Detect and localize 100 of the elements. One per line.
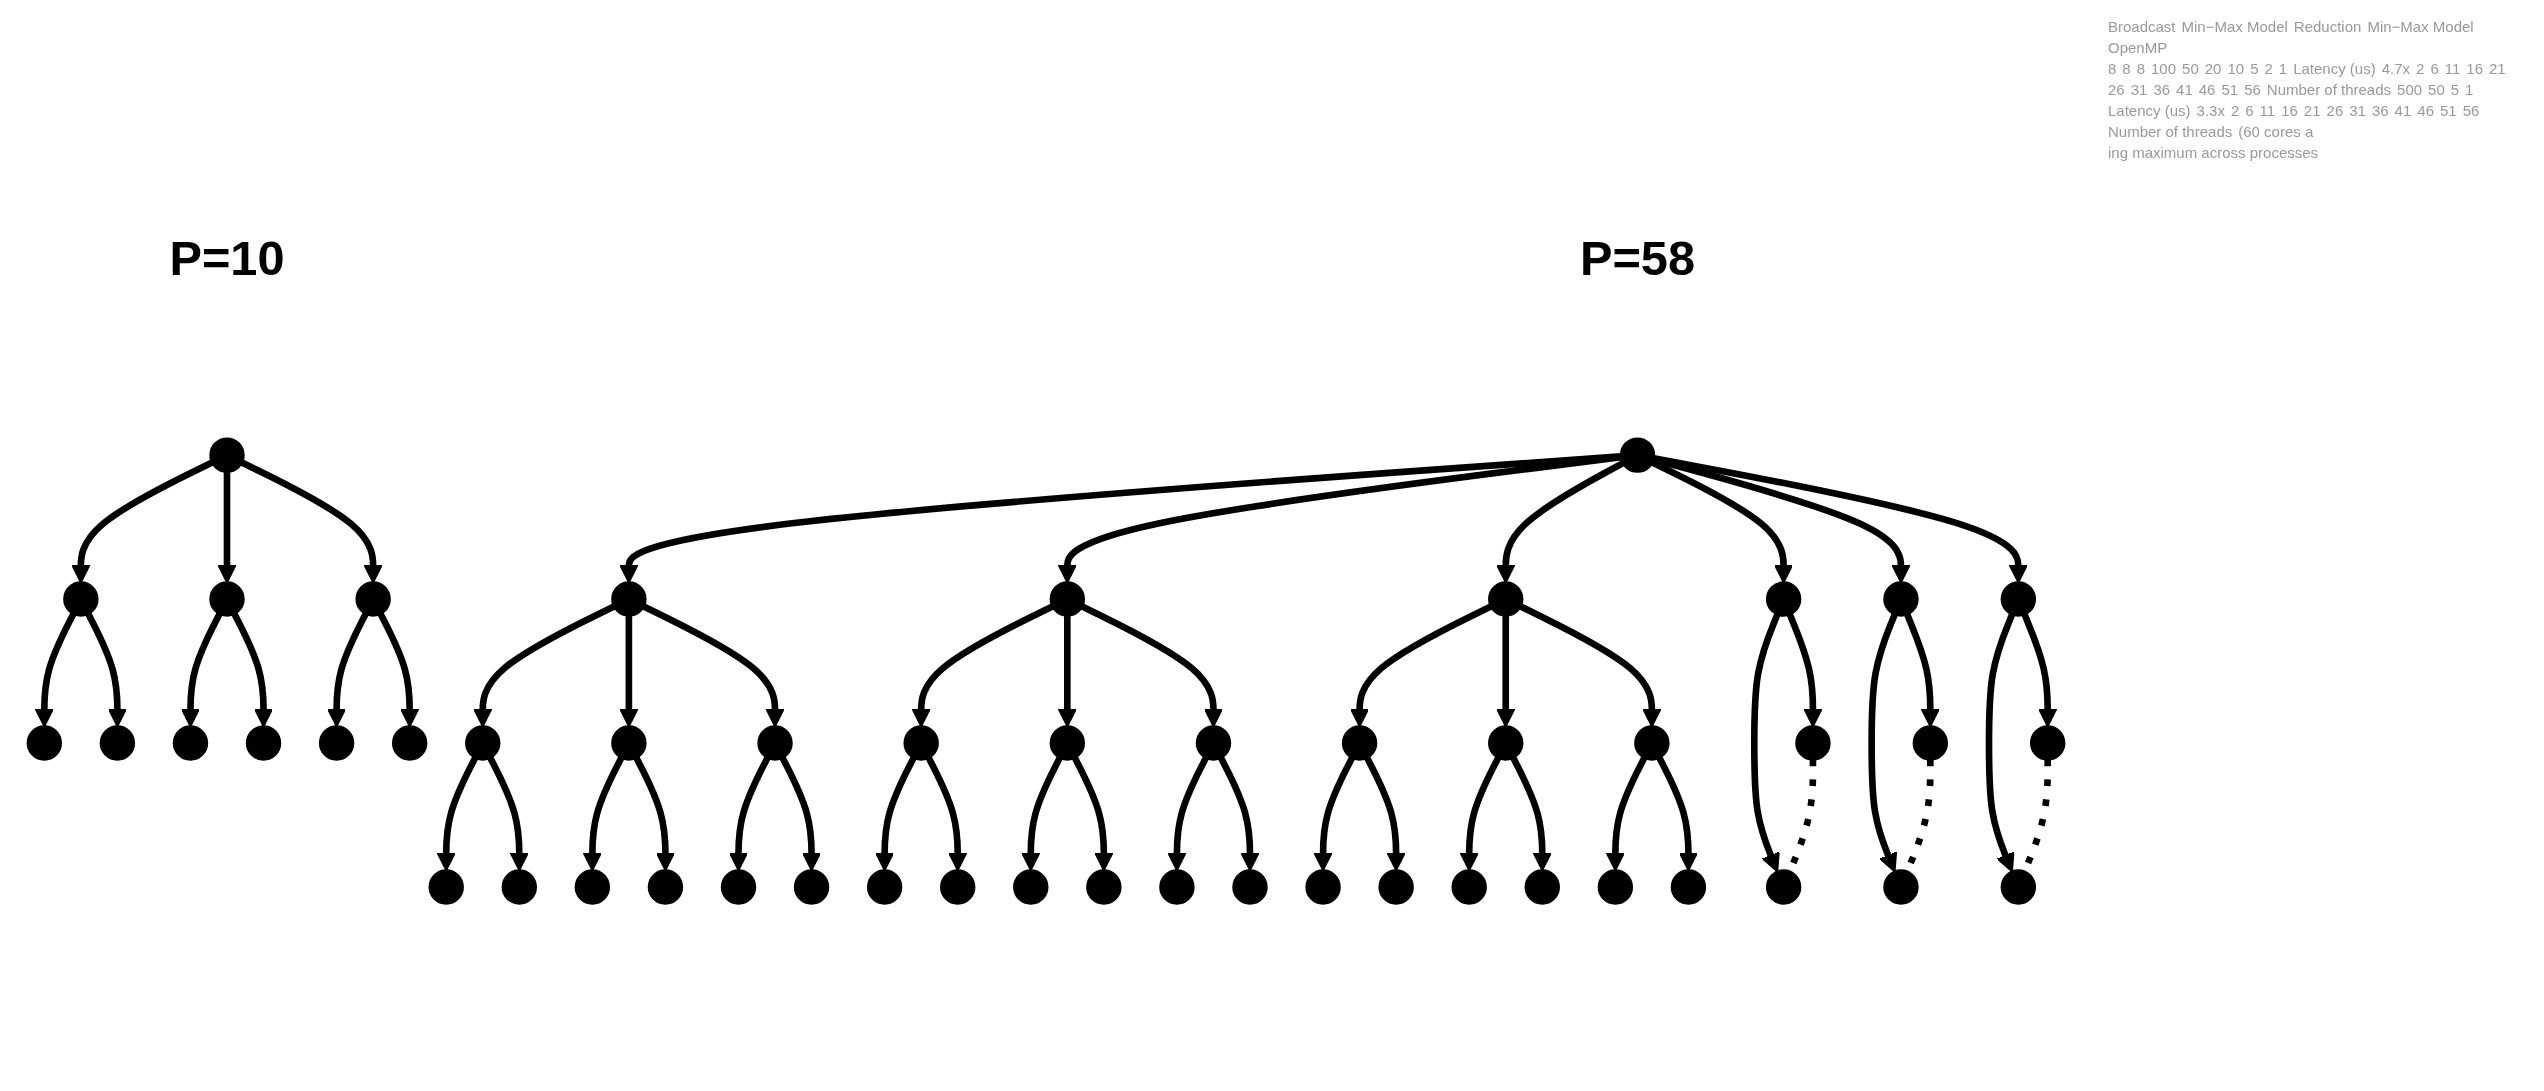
node-circle (391, 724, 428, 761)
arrow (180, 611, 223, 727)
arrow (1021, 755, 1063, 871)
chart-label: 21 (2303, 102, 2321, 119)
arrow (1057, 453, 1622, 583)
chart-label: 56 (2244, 81, 2261, 98)
node-circle (1883, 580, 1919, 617)
chart-label: 51 (2221, 81, 2239, 98)
legend-entry: OpenMP (2108, 39, 2168, 56)
node-circle (1765, 868, 1802, 905)
chart-label: 8 (2108, 60, 2117, 77)
chart-label: 50 (2182, 60, 2199, 77)
node-circle (757, 724, 793, 761)
node-circle (1049, 580, 1086, 617)
arrow (1167, 755, 1209, 871)
chart-label: 11 (2259, 102, 2276, 119)
node-circle (1013, 868, 1049, 905)
node-circle (1232, 868, 1268, 905)
chart-label: 51 (2440, 102, 2457, 119)
node-circle (465, 724, 501, 761)
chart-label: Latency (us) (2293, 60, 2376, 77)
node-circle (611, 580, 647, 617)
chart-label: 16 (2281, 102, 2298, 119)
chart-label: 1 (2278, 60, 2288, 77)
arrow (1904, 612, 1941, 727)
arrow (436, 755, 479, 871)
arrow (1510, 755, 1552, 871)
chart-label: 11 (2444, 60, 2461, 77)
arrow (71, 459, 214, 583)
chart-label: Latency (us) (2108, 102, 2191, 119)
node-circle (793, 868, 830, 905)
chart-label: 6 (2430, 60, 2439, 77)
chart-label: 41 (2394, 102, 2412, 119)
chart-label: 6 (2245, 102, 2254, 119)
node-circle (355, 580, 391, 617)
node-circle (26, 724, 63, 761)
chart-label: 500 (2397, 81, 2423, 98)
node-circle (647, 868, 684, 905)
chart-label: 2 (2264, 60, 2273, 77)
arrow (619, 452, 1622, 583)
arrow (582, 755, 625, 871)
node-circle (1912, 724, 1949, 761)
arrow (1459, 755, 1502, 871)
node-label: P=10 (169, 229, 285, 286)
chart-label: 8 (2136, 60, 2146, 77)
node-label: P=58 (1579, 229, 1696, 286)
node-circle (1086, 868, 1122, 905)
arrow (1218, 755, 1260, 871)
arrow (85, 611, 128, 727)
arrow (779, 755, 822, 871)
node-circle (1305, 868, 1341, 905)
node-circle (1765, 580, 1802, 617)
node-circle (2000, 868, 2037, 905)
chart-label: (60 cores a (2238, 123, 2314, 140)
chart-label: 56 (2462, 102, 2480, 119)
node-circle (245, 724, 282, 761)
arrow (1496, 615, 1516, 727)
arrow (1605, 755, 1648, 871)
arrow (1071, 755, 1114, 871)
node-circle (428, 868, 464, 905)
node-circle (1488, 724, 1524, 761)
node-circle (63, 580, 99, 617)
node-circle (1195, 724, 1232, 761)
node-circle (209, 580, 245, 617)
arrow (1349, 603, 1493, 727)
node-circle (501, 868, 537, 905)
node-circle (1488, 580, 1524, 617)
node-circle (1597, 868, 1634, 905)
chart-label: 36 (2153, 81, 2171, 98)
arrow (1364, 755, 1406, 871)
arrow (240, 459, 383, 583)
chart-label: ing maximum across processes (2108, 144, 2319, 161)
chart-label: 100 (2151, 60, 2177, 77)
node-circle (574, 868, 611, 905)
chart-label: 20 (2204, 60, 2222, 77)
arrow (1750, 612, 1781, 872)
arrow (619, 615, 639, 727)
chart-label: 3.3x (2196, 102, 2225, 119)
chart-label: 50 (2428, 81, 2445, 98)
chart-label: 2 (2416, 60, 2425, 77)
chart-label: 31 (2130, 81, 2148, 98)
chart-label: 26 (2108, 81, 2125, 98)
arrow (1080, 603, 1224, 727)
arrow (2021, 612, 2058, 727)
arrow (911, 603, 1054, 727)
arrow (231, 611, 274, 727)
node-circle (1378, 868, 1414, 905)
chart-label: Number of threads (2108, 123, 2233, 140)
node-circle (2000, 580, 2037, 617)
arrow (487, 755, 529, 871)
chart-label: 36 (2371, 102, 2389, 119)
chart-label: 41 (2176, 81, 2193, 98)
node-circle (1670, 868, 1707, 905)
arrow (1786, 612, 1823, 727)
node-circle (1524, 868, 1560, 905)
node-circle (209, 437, 245, 473)
chart-label: 46 (2417, 102, 2434, 119)
chart-label: Number of threads (2266, 81, 2392, 98)
node-circle (866, 868, 903, 905)
arrow (1519, 603, 1662, 727)
